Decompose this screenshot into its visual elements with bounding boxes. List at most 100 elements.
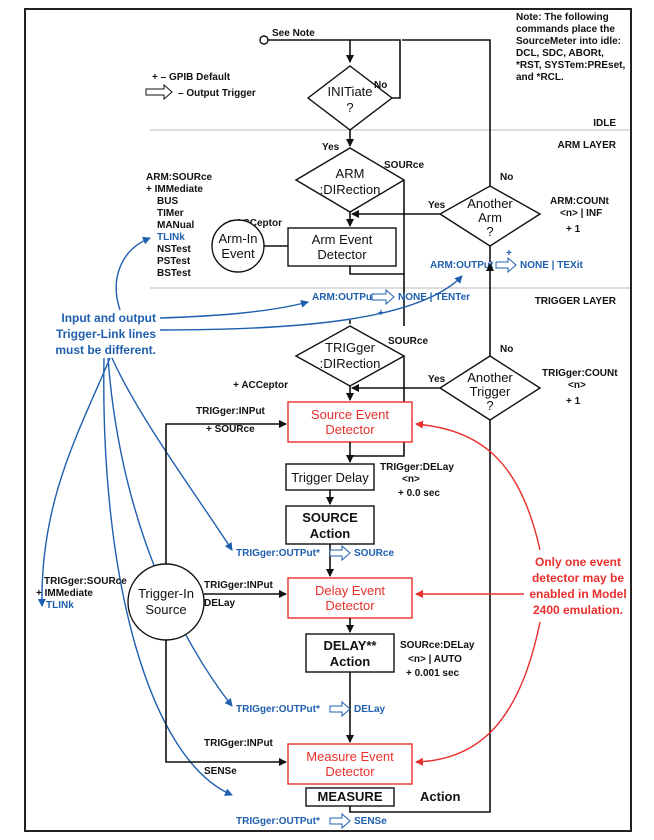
- note-line: commands place the: [516, 24, 615, 35]
- arm-count-line1: ARM:COUNt: [550, 196, 610, 207]
- trigger-direction-source-label: SOURce: [388, 336, 428, 347]
- measure-action-box: [305, 787, 395, 807]
- arm-direction-line1: ARM: [336, 166, 365, 181]
- arm-source-item: PSTest: [157, 256, 191, 267]
- legend-output-trigger: – Output Trigger: [178, 88, 256, 99]
- trigger-input-sense-line1: TRIGger:INPut: [204, 738, 274, 749]
- note-line: SourceMeter into idle:: [516, 36, 621, 47]
- source-action-line1: SOURCE: [302, 510, 358, 525]
- tlink-arrow-trig-source: [37, 357, 111, 607]
- measure-event-detector: [287, 743, 413, 785]
- note-line: DCL, SDC, ABORt,: [516, 48, 604, 59]
- trigger-count-line2: <n>: [568, 380, 586, 391]
- delay-event-detector-line1: Delay Event: [315, 583, 385, 598]
- trigger-delay-box: [285, 463, 375, 491]
- arm-source-item: BSTest: [157, 268, 191, 279]
- trigger-in-source-line2: Source: [145, 602, 186, 617]
- arm-direction-source-label: SOURce: [384, 160, 424, 171]
- another-arm-no-connector: [402, 39, 491, 186]
- measure-event-detector-line2: Detector: [325, 764, 375, 779]
- arm-count-line2: <n> | INF: [560, 208, 602, 219]
- output-trigger-icon: [495, 256, 517, 274]
- delay-action-line2: Action: [330, 654, 371, 669]
- trigger-input-source-line1: TRIGger:INPut: [196, 406, 266, 417]
- arm-event-detector-line1: Arm Event: [312, 232, 373, 247]
- arm-source-item: BUS: [157, 196, 178, 207]
- tlink-note-line: Input and output: [61, 311, 156, 325]
- note-line: *RST, SYSTem:PREset,: [516, 60, 626, 71]
- source-delay-line3: + 0.001 sec: [406, 668, 460, 679]
- idle-layer-label: IDLE: [593, 118, 616, 129]
- trigger-layer-label: TRIGGER LAYER: [535, 296, 617, 307]
- arm-source-item: MANual: [157, 220, 194, 231]
- output-trigger-icon: [329, 812, 351, 830]
- trigger-input-sense-line2: SENSe: [204, 766, 237, 777]
- start-node: [259, 35, 269, 45]
- arm-output-label: ARM:OUTPut: [430, 260, 494, 271]
- source-delay-line1: SOURce:DELay: [400, 640, 475, 651]
- trigger-in-to-source-detector: [165, 420, 287, 592]
- initiate-line1: INITiate: [327, 84, 372, 99]
- output-trigger-icon: [329, 700, 351, 718]
- note-line: and *RCL.: [516, 72, 564, 83]
- trigger-in-to-measure-detector: [165, 640, 287, 766]
- red-note-line: detector may be: [532, 571, 624, 585]
- source-delay-line2: <n> | AUTO: [408, 654, 462, 665]
- trig-source-title: TRIGger:SOURce: [44, 576, 127, 587]
- trigger-input-source-line2: + SOURce: [206, 424, 255, 435]
- start-connector: [268, 39, 354, 63]
- arm-source-item: TIMer: [157, 208, 184, 219]
- trig-output-sense-label: TRIGger:OUTPut*: [236, 816, 320, 827]
- trig-output-sense-value: SENSe: [354, 816, 387, 827]
- trig-output-delay-label: TRIGger:OUTPut*: [236, 704, 320, 715]
- red-arrow-source-detector: [415, 420, 541, 551]
- trigger-direction-line1: TRIGger: [325, 340, 376, 355]
- arm-layer-label: ARM LAYER: [557, 140, 616, 151]
- arm-in-event-line2: Event: [221, 246, 255, 261]
- trigger-count-line3: + 1: [566, 396, 581, 407]
- output-trigger-icon: [371, 288, 395, 306]
- red-note-line: 2400 emulation.: [533, 603, 623, 617]
- initiate-no-label: No: [374, 80, 387, 91]
- arm-output-value: NONE | TEXit: [520, 260, 583, 271]
- arm-count-line3: + 1: [566, 224, 581, 235]
- trigger-delay-cmd1: TRIGger:DELay: [380, 462, 454, 473]
- arm-source-item-tlink: TLINk: [157, 232, 185, 243]
- another-arm-yes-label: Yes: [428, 200, 446, 211]
- tlink-note-line: Trigger-Link lines: [56, 327, 156, 341]
- tlink-arrow-output-source: [111, 357, 233, 551]
- source-event-detector-line2: Detector: [325, 422, 375, 437]
- delay-action-line1: DELAY**: [324, 638, 378, 653]
- trigger-input-delay-line1: TRIGger:INPut: [204, 580, 274, 591]
- diagram-frame: [24, 8, 632, 832]
- trig-source-item-tlink: TLINk: [46, 600, 74, 611]
- tlink-arrow-output-sense: [103, 357, 233, 796]
- arm-detector-out: [349, 266, 405, 326]
- source-event-detector-line1: Source Event: [311, 407, 389, 422]
- initiate-yes-label: Yes: [322, 142, 340, 153]
- output-trigger-icon: [329, 544, 351, 562]
- another-arm-line1: Another: [467, 196, 513, 211]
- arm-output2-value: NONE | TENTer: [398, 292, 470, 303]
- tlink-note-line: must be different.: [55, 343, 156, 357]
- another-arm-no-label: No: [500, 172, 513, 183]
- another-trigger-line3: ?: [486, 398, 493, 413]
- measure-return-loop: [349, 420, 491, 813]
- another-arm-line3: ?: [486, 224, 493, 239]
- arm-source-item: NSTest: [157, 244, 191, 255]
- red-note-line: Only one event: [535, 555, 621, 569]
- arm-event-detector-line2: Detector: [317, 247, 367, 262]
- arm-output2-label: ARM:OUTPut: [312, 292, 376, 303]
- tlink-arrow-arm-source: [115, 236, 151, 311]
- trigger-delay-label: Trigger Delay: [291, 470, 369, 485]
- another-trigger-line2: Trigger: [470, 384, 511, 399]
- trigger-source-bypass: [350, 356, 405, 457]
- source-action-line2: Action: [310, 526, 351, 541]
- another-trigger-no-label: No: [500, 344, 513, 355]
- arm-output-plus: +: [506, 248, 512, 259]
- source-event-detector: [287, 401, 413, 443]
- initiate-line2: ?: [346, 100, 353, 115]
- initiate-no-loop: [350, 39, 401, 99]
